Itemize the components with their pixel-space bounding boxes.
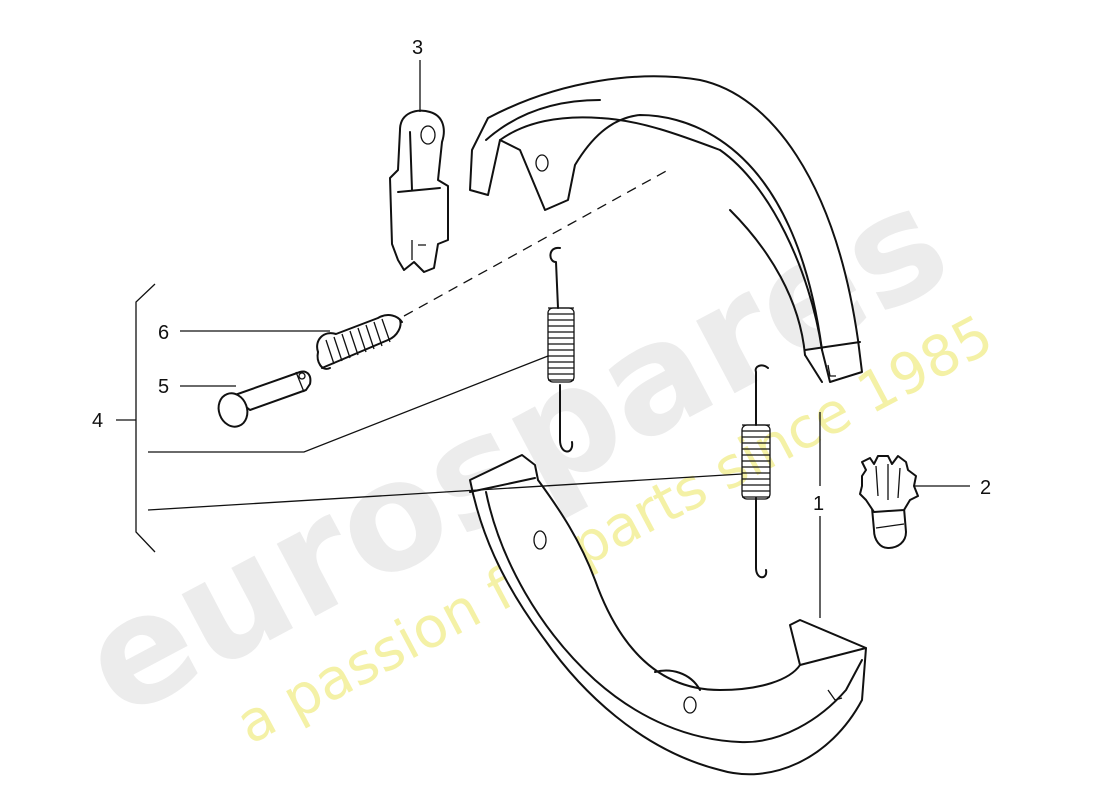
return-spring-upper — [547, 246, 575, 453]
callout-3: 3 — [412, 37, 423, 59]
return-spring-lower — [741, 364, 771, 579]
adjuster-lever — [389, 109, 449, 273]
callouts: 3 6 5 4 1 2 — [92, 37, 991, 515]
callout-1: 1 — [813, 493, 824, 515]
adjuster-spring — [316, 314, 403, 370]
brake-shoe-lower — [469, 454, 867, 776]
callout-4: 4 — [92, 410, 103, 432]
adjuster-gear — [859, 455, 919, 549]
callout-6: 6 — [158, 322, 169, 344]
adjuster-pin — [217, 370, 312, 428]
callout-5: 5 — [158, 376, 169, 398]
leader-lines — [116, 60, 970, 618]
brake-shoe-upper — [469, 75, 863, 383]
callout-2: 2 — [980, 477, 991, 499]
